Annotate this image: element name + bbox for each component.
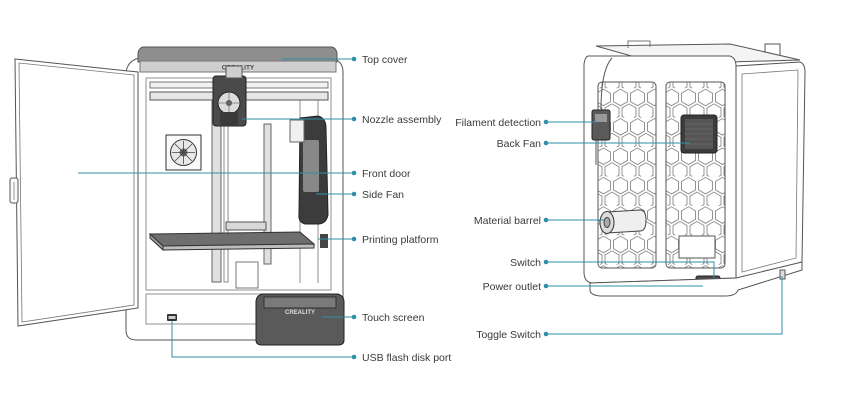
z-rod-left	[211, 99, 222, 283]
back-leaders	[543, 119, 783, 337]
nozzle-cable-block	[225, 65, 243, 79]
back-view-printer	[583, 40, 806, 297]
back-handle	[764, 43, 781, 55]
label-usb-port: USB flash disk port	[362, 352, 451, 364]
label-printing-platform: Printing platform	[362, 234, 439, 246]
material-barrel	[606, 209, 647, 234]
z-rod-left-2	[223, 99, 229, 283]
label-back-fan: Back Fan	[497, 138, 542, 150]
label-nozzle-assembly: Nozzle assembly	[362, 114, 442, 126]
platform-clip	[320, 234, 328, 248]
back-label-plate	[678, 235, 716, 259]
label-power-outlet: Power outlet	[483, 281, 541, 293]
front-door	[14, 58, 139, 327]
label-switch: Switch	[510, 257, 541, 269]
label-material-barrel: Material barrel	[474, 215, 541, 227]
bottom-cup	[235, 261, 259, 289]
cable-chain	[289, 119, 305, 143]
front-view-printer: CREALITY	[9, 46, 345, 346]
label-toggle-switch: Toggle Switch	[476, 329, 541, 341]
right-side-face	[735, 61, 806, 281]
touch-screen-logo: CREALITY	[285, 310, 315, 316]
front-leaders	[78, 56, 357, 360]
label-front-door: Front door	[362, 168, 411, 180]
top-cover	[137, 46, 338, 63]
label-top-cover: Top cover	[362, 54, 408, 66]
z-rod-right	[263, 123, 272, 265]
label-touch-screen: Touch screen	[362, 312, 425, 324]
label-filament-detection: Filament detection	[455, 117, 541, 129]
back-base	[589, 261, 803, 297]
label-side-fan: Side Fan	[362, 189, 404, 201]
